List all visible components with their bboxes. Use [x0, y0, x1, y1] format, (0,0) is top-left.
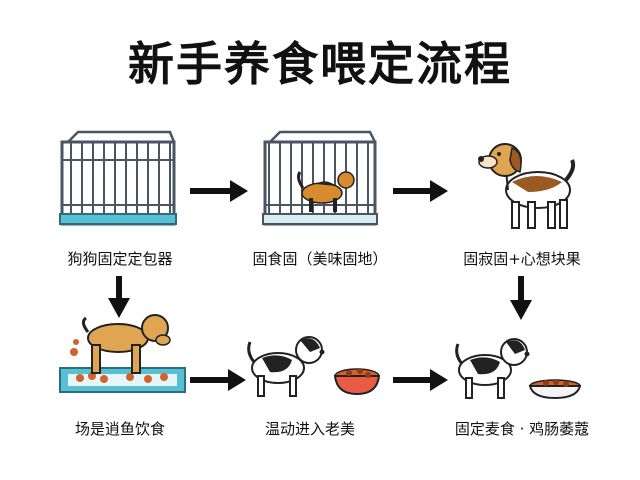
arrow-right-icon: [190, 369, 246, 391]
step-label-dog-in-cage: 固食固（美味固地）: [252, 250, 388, 268]
dog-walking-icon: [247, 336, 325, 397]
empty-cage-icon: [59, 130, 177, 226]
food-bowl-icon: [528, 379, 582, 400]
arrow-right-icon: [393, 180, 448, 202]
food-bowl-icon: [333, 368, 381, 396]
page-title: 新手养食喂定流程: [128, 37, 512, 91]
step-label-beagle: 固寂固+心想块果: [463, 250, 581, 268]
dog-in-cage-icon: [262, 130, 378, 226]
dog-eating-tray-icon: [59, 314, 186, 393]
step-label-cage: 狗狗固定定包器: [67, 250, 173, 268]
arrow-right-icon: [393, 369, 448, 391]
dog-with-bowl-icon: [455, 338, 530, 399]
step-label-approach: 温动进入老美: [264, 420, 355, 438]
beagle-dog-icon: [478, 143, 576, 229]
step-label-fixed-feeding: 固定麦食 · 鸡肠萎蔻: [454, 420, 590, 438]
arrow-down-icon: [510, 276, 532, 320]
arrow-down-icon: [108, 276, 130, 318]
arrow-right-icon: [190, 180, 248, 202]
step-label-eating: 场是逍鱼饮食: [74, 420, 165, 438]
